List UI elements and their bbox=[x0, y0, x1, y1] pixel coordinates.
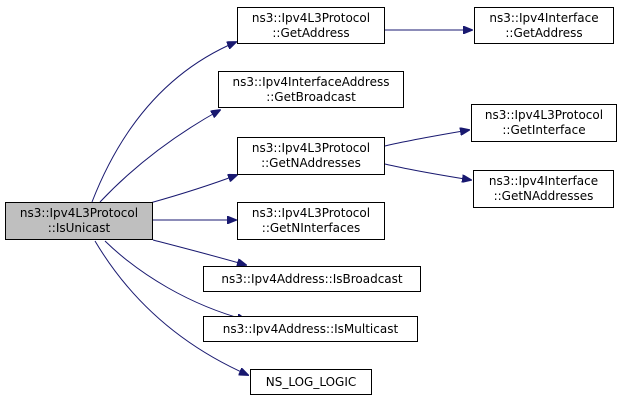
node-ipv4interface-getaddress[interactable]: ns3::Ipv4Interface ::GetAddress bbox=[474, 7, 614, 44]
node-label: ns3::Ipv4Address::IsBroadcast bbox=[221, 271, 403, 286]
node-label-line2: ::GetNAddresses bbox=[493, 189, 594, 203]
node-label-line1: ns3::Ipv4InterfaceAddress bbox=[232, 74, 390, 89]
node-ipv4l3protocol-getinterface[interactable]: ns3::Ipv4L3Protocol ::GetInterface bbox=[471, 104, 617, 142]
node-ipv4l3protocol-getninterfaces[interactable]: ns3::Ipv4L3Protocol ::GetNInterfaces bbox=[237, 202, 385, 240]
node-label: NS_LOG_LOGIC bbox=[265, 374, 357, 389]
edge-root-to-l3-getnaddresses bbox=[149, 175, 237, 204]
edge-root-to-l3-getaddress bbox=[91, 42, 236, 203]
node-ns-log-logic[interactable]: NS_LOG_LOGIC bbox=[250, 369, 372, 395]
edge-root-to-log-logic bbox=[94, 240, 248, 375]
node-ipv4interfaceaddress-getbroadcast[interactable]: ns3::Ipv4InterfaceAddress ::GetBroadcast bbox=[218, 71, 404, 108]
node-label: ns3::Ipv4Address::IsMulticast bbox=[222, 321, 399, 336]
node-ipv4address-isbroadcast[interactable]: ns3::Ipv4Address::IsBroadcast bbox=[203, 266, 421, 292]
node-label-line2: ::GetNAddresses bbox=[261, 156, 361, 170]
node-ipv4l3protocol-isunicast: ns3::Ipv4L3Protocol ::IsUnicast bbox=[5, 202, 153, 240]
node-label-line1: ns3::Ipv4Interface bbox=[488, 174, 599, 188]
edge-root-to-addr-isbroadcast bbox=[152, 239, 246, 265]
node-ipv4l3protocol-getaddress[interactable]: ns3::Ipv4L3Protocol ::GetAddress bbox=[237, 7, 385, 44]
node-label-line1: ns3::Ipv4L3Protocol bbox=[251, 141, 371, 155]
edge-l3-getnaddresses-to-l3-getinterface bbox=[384, 130, 469, 147]
node-label-line1: ns3::Ipv4Interface bbox=[489, 10, 599, 25]
edge-root-to-ifaddr-broadcast bbox=[99, 110, 220, 203]
node-label-line1: ns3::Ipv4L3Protocol bbox=[251, 206, 371, 220]
node-label-line1: ns3::Ipv4L3Protocol bbox=[19, 206, 139, 220]
node-ipv4l3protocol-getnaddresses[interactable]: ns3::Ipv4L3Protocol ::GetNAddresses bbox=[237, 137, 385, 175]
node-label-line2: ::GetAddress bbox=[272, 25, 350, 40]
node-label-line1: ns3::Ipv4L3Protocol bbox=[484, 108, 604, 122]
node-ipv4address-ismulticast[interactable]: ns3::Ipv4Address::IsMulticast bbox=[203, 316, 418, 342]
edge-root-to-addr-ismulticast bbox=[104, 240, 246, 320]
node-label-line2: ::GetInterface bbox=[502, 123, 586, 137]
node-label-line1: ns3::Ipv4L3Protocol bbox=[251, 10, 371, 25]
node-label-line2: ::GetBroadcast bbox=[266, 89, 356, 104]
node-label-line2: ::GetAddress bbox=[505, 25, 583, 40]
node-label-line2: ::GetNInterfaces bbox=[261, 221, 361, 235]
edge-l3-getnaddresses-to-if-getnaddresses bbox=[384, 163, 471, 180]
node-ipv4interface-getnaddresses[interactable]: ns3::Ipv4Interface ::GetNAddresses bbox=[473, 170, 614, 208]
node-label-line2: ::IsUnicast bbox=[47, 221, 111, 235]
